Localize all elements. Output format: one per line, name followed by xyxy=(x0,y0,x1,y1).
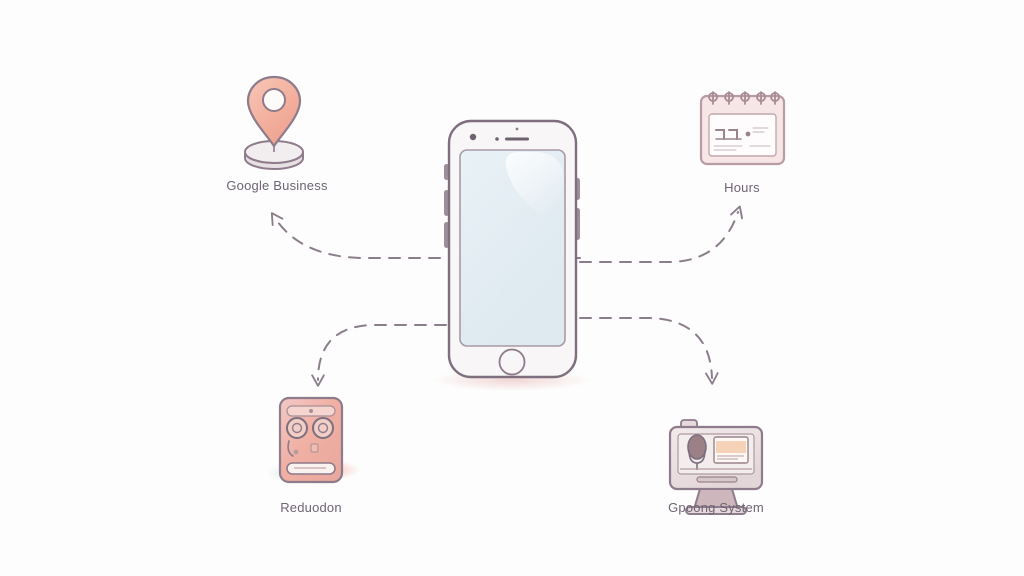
map-pin-icon[interactable] xyxy=(244,75,304,170)
label-google-business: Google Business xyxy=(226,178,328,193)
pin-hole xyxy=(262,88,286,112)
reduodon-dial-right-inner xyxy=(317,422,329,434)
pin-base-side xyxy=(244,151,304,170)
reduodon-top-dot xyxy=(309,409,313,413)
reduodon-chip xyxy=(310,443,319,453)
monitor-base xyxy=(685,506,747,515)
reduodon-dial-left xyxy=(286,417,308,439)
side-buttons-left xyxy=(444,164,449,248)
smartphone-icon[interactable] xyxy=(432,119,592,391)
calendar-icon[interactable] xyxy=(699,91,786,166)
reduodon-small-dot xyxy=(293,449,299,455)
calendar-content xyxy=(713,127,771,151)
monitor-mic-head xyxy=(687,434,707,460)
home-button[interactable] xyxy=(498,348,526,376)
calendar-rings xyxy=(708,91,780,105)
top-sensor-dot xyxy=(515,127,519,131)
screen-glare xyxy=(505,152,564,214)
label-reduodon: Reduodon xyxy=(280,500,342,515)
reduodon-hook xyxy=(287,440,294,457)
earpiece-speaker xyxy=(505,137,529,141)
camera-dot xyxy=(469,133,477,141)
monitor-window-lines xyxy=(717,455,744,460)
mobile-device-icon[interactable] xyxy=(266,396,360,484)
reduodon-dial-left-inner xyxy=(291,422,303,434)
monitor-bezel-bar xyxy=(696,476,738,483)
connector-to-gpoong-system xyxy=(579,317,719,385)
label-hours: Hours xyxy=(724,180,760,195)
reduodon-dial-right xyxy=(312,417,334,439)
desktop-monitor-icon[interactable] xyxy=(668,419,764,515)
sensor-dot xyxy=(495,137,499,141)
connector-to-hours xyxy=(579,205,743,263)
label-gpoong-system: Gpoong System xyxy=(668,500,764,515)
connector-to-reduodon xyxy=(311,324,447,387)
connector-to-google-business xyxy=(270,212,581,259)
monitor-window-content xyxy=(716,441,746,453)
